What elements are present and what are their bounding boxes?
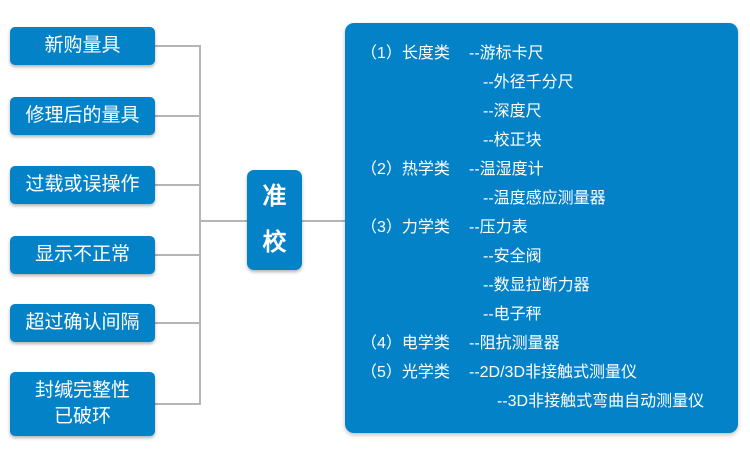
connector-line	[155, 403, 200, 405]
reason-box: 超过确认间隔	[10, 304, 155, 342]
reason-box-label: 超过确认间隔	[25, 312, 140, 334]
item-label: --阻抗测量器	[469, 335, 560, 352]
category-row: --外径千分尺	[361, 68, 738, 97]
category-label: （2）热学类	[361, 161, 450, 178]
reason-box: 修理后的量具	[10, 97, 155, 135]
category-row: --数显拉断力器	[361, 271, 738, 300]
item-label: --深度尺	[483, 103, 542, 120]
category-row: --深度尺	[361, 97, 738, 126]
center-node-calibration: 准 校	[247, 170, 302, 270]
category-row: --电子秤	[361, 300, 738, 329]
item-label: --数显拉断力器	[483, 277, 590, 294]
category-row: --3D非接触式弯曲自动测量仪	[361, 387, 738, 416]
item-label: --压力表	[469, 219, 528, 236]
category-label: （3）力学类	[361, 219, 450, 236]
category-row: （4）电学类 --阻抗测量器	[361, 329, 738, 358]
category-row: （5）光学类 --2D/3D非接触式测量仪	[361, 358, 738, 387]
connector-line	[155, 45, 200, 47]
connector-line	[155, 322, 200, 324]
reason-box: 过载或误操作	[10, 166, 155, 204]
item-label: --2D/3D非接触式测量仪	[469, 364, 638, 381]
connector-line	[302, 220, 345, 222]
category-row: --校正块	[361, 126, 738, 155]
reason-box-label: 修理后的量具	[25, 105, 140, 127]
item-label: --3D非接触式弯曲自动测量仪	[497, 393, 705, 410]
reason-box-label: 显示不正常	[34, 244, 130, 266]
item-label: --温度感应测量器	[483, 190, 606, 207]
reason-box: 新购量具	[10, 27, 155, 65]
connector-line	[155, 115, 200, 117]
category-label: （1）长度类	[361, 45, 450, 62]
category-row: --温度感应测量器	[361, 184, 738, 213]
item-label: --电子秤	[483, 306, 542, 323]
center-node-label: 准 校	[262, 183, 287, 256]
reason-box-label: 过载或误操作	[25, 174, 140, 196]
connector-line	[200, 220, 247, 222]
category-row: （3）力学类 --压力表	[361, 213, 738, 242]
item-label: --游标卡尺	[469, 45, 544, 62]
item-label: --安全阀	[483, 248, 542, 265]
category-label: （4）电学类	[361, 335, 450, 352]
category-panel: （1）长度类 --游标卡尺 --外径千分尺 --深度尺 --校正块 （2）热学类 -…	[345, 23, 738, 433]
category-label: （5）光学类	[361, 364, 450, 381]
reason-box-label: 新购量具	[44, 35, 121, 57]
reason-box: 显示不正常	[10, 236, 155, 274]
category-row: --安全阀	[361, 242, 738, 271]
category-row: （1）长度类 --游标卡尺	[361, 39, 738, 68]
connector-line	[155, 254, 200, 256]
category-row: （2）热学类 --温湿度计	[361, 155, 738, 184]
item-label: --校正块	[483, 132, 542, 149]
reason-box: 封缄完整性 已破环	[10, 372, 155, 436]
connector-trunk-line	[199, 45, 201, 405]
connector-line	[155, 184, 200, 186]
item-label: --外径千分尺	[483, 74, 574, 91]
item-label: --温湿度计	[469, 161, 544, 178]
reason-box-label: 封缄完整性 已破环	[34, 380, 130, 427]
